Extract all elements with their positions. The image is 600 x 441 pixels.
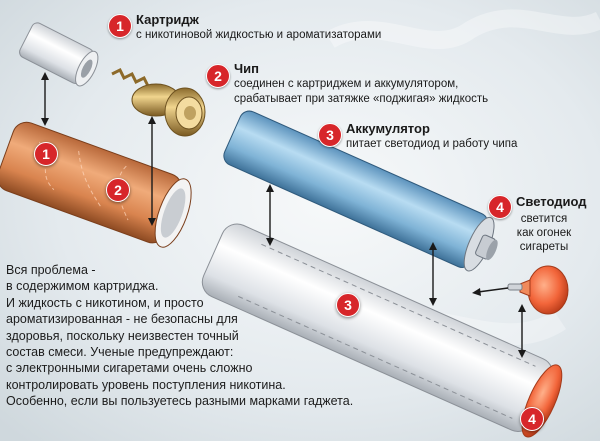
marker-battery: 3 [336, 293, 360, 317]
paragraph-line: в содержимом картриджа. [6, 278, 296, 294]
paragraph-line: контролировать уровень поступления никот… [6, 377, 296, 393]
paragraph-line: с электронными сигаретами очень сложно [6, 360, 296, 376]
paragraph-line: здоровья, поскольку неизвестен точный [6, 328, 296, 344]
callout-text: как огонек [510, 226, 578, 240]
callout-text: светится [516, 212, 572, 226]
callout-title: Аккумулятор [346, 121, 430, 136]
callout-number: 3 [318, 123, 342, 147]
paragraph-line: ароматизированная - не безопасны для [6, 311, 296, 327]
callout-text: соединен с картриджем и аккумулятором, [234, 77, 458, 91]
paragraph-line: состав смеси. Ученые предупреждают: [6, 344, 296, 360]
callout-number: 4 [488, 195, 512, 219]
callout-number: 1 [108, 14, 132, 38]
callout-text: сигареты [516, 240, 572, 254]
marker-led: 4 [520, 407, 544, 431]
callout-title: Светодиод [516, 194, 587, 209]
paragraph-line: Вся проблема - [6, 262, 296, 278]
marker-cartridge: 1 [34, 142, 58, 166]
callout-title: Чип [234, 61, 259, 76]
callout-number: 2 [206, 64, 230, 88]
callout-text: с никотиновой жидкостью и ароматизаторам… [136, 28, 381, 42]
callout-text: питает светодиод и работу чипа [346, 137, 517, 151]
paragraph-line: И жидкость с никотином, и просто [6, 295, 296, 311]
callout-text: срабатывает при затяжке «поджигая» жидко… [234, 92, 488, 106]
paragraph-line: Особенно, если вы пользуетесь разными ма… [6, 393, 296, 409]
marker-chip: 2 [106, 178, 130, 202]
callout-title: Картридж [136, 12, 199, 27]
warning-paragraph: Вся проблема - в содержимом картриджа. И… [6, 262, 296, 410]
